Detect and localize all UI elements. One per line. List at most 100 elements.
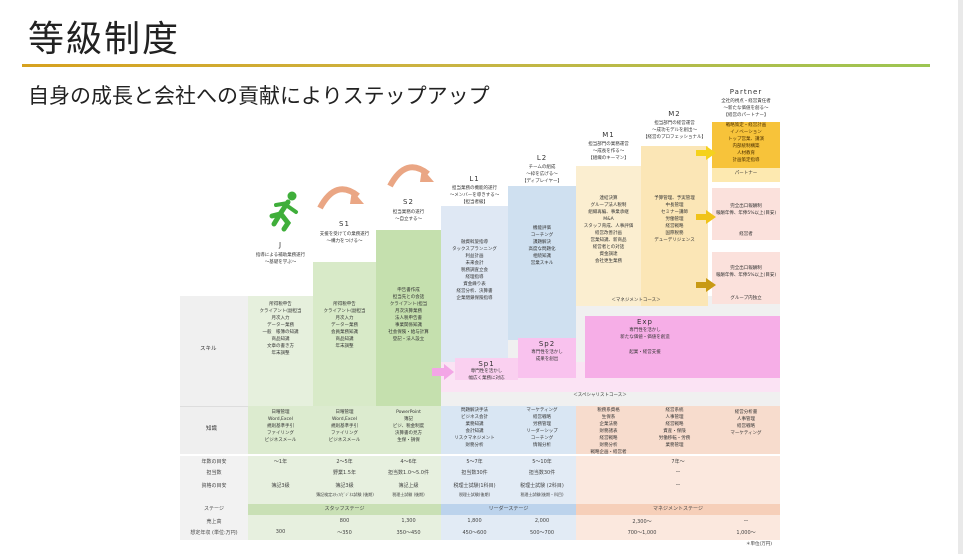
leader-stage-band (441, 504, 576, 515)
skills-l2: 機能評価コーチング課題解決 高度な問題化相続知識営業スキル (528, 226, 556, 266)
knowledge-l1: 問題解決手法ビジネス会計業務知識会計知識リスクマネジメント財務分析 (454, 408, 495, 448)
partner-label: パートナー (734, 171, 758, 176)
table-cell: 簿記3級 (335, 483, 354, 489)
staff-column-bg (248, 456, 441, 540)
arrow-right-icon (696, 146, 716, 160)
table-cell: 税理士試験(後期・科目) (520, 492, 564, 497)
knowledge-m1: 税務系資格生保系企業法務財務諸表経営戦略財務分析戦略企画・経営者 (590, 408, 627, 455)
level-l1-desc: 担当業務の機能的遂行～メンバーを導きする～【担当者級】 (449, 186, 500, 205)
level-s2-desc: 担当業務の遂行～自立する～ (392, 210, 425, 222)
page-subtitle: 自身の成長と会社への貢献によりステップアップ (28, 84, 490, 108)
table-cell: 2,000 (534, 518, 550, 524)
level-j-desc: 指導による補助業務遂行～基礎を学ぶ～ (255, 253, 306, 265)
title-underline (22, 64, 930, 67)
sp1-arrow-icon (432, 364, 454, 380)
table-cell: 2～5年 (336, 459, 353, 465)
row-label: 売上高 (206, 519, 222, 525)
skills-exp: 起業・経営支援 (629, 350, 661, 355)
table-cell: 税理士試験 (2科目) (520, 483, 564, 489)
knowledge-row-label: 知識 (206, 426, 218, 432)
owner-label: 経営者 (739, 232, 753, 237)
level-m2-code: M2 (668, 110, 681, 118)
owner-box (712, 188, 780, 240)
stage-label: マネジメントステージ (653, 506, 703, 512)
level-s2-code: S2 (403, 198, 414, 206)
table-cell: 350～450 (396, 530, 421, 536)
table-cell: ー (675, 470, 681, 476)
level-m1-desc: 担当部門の業務運営～成長を作る～【組織のキーマン】 (588, 142, 629, 161)
table-cell: 5～7年 (466, 459, 483, 465)
table-cell: 1,000～ (736, 530, 756, 536)
table-cell: 7年～ (671, 459, 685, 465)
step-m2 (641, 146, 708, 306)
curved-arrow-icon (387, 164, 434, 188)
management-stage-band (576, 504, 780, 515)
staff-stage-band (248, 504, 441, 515)
level-sp1-code: Sp1 (478, 360, 495, 368)
management-course-label: ＜マネジメントコース＞ (611, 298, 661, 303)
knowledge-cell-bg (441, 406, 576, 454)
row-label-column-bg (180, 456, 248, 540)
step-j (248, 296, 313, 406)
table-cell: 税理士試験(1科目) (453, 483, 496, 489)
step-exp (585, 316, 780, 378)
level-sp1-desc: 専門性を活かし幅広く業務に対応 (468, 369, 505, 381)
row-label: ステージ (204, 506, 224, 512)
table-cell: 税理士試験 (後期) (392, 492, 425, 497)
table-cell: ～350 (337, 530, 352, 536)
level-partner-code: Partner (729, 88, 763, 96)
level-sp2-code: Sp2 (538, 340, 556, 348)
stage-label: リーダーステージ (488, 506, 529, 512)
leader-column-bg (441, 456, 576, 540)
partner-box-text: 戦略策定・経営計画イノベーショントップ営業、講演 内部統制構築人材教育計画策定指… (725, 123, 767, 163)
knowledge-cell-bg (576, 406, 780, 454)
specialist-course-label: ＜スペシャリストコース＞ (573, 393, 627, 398)
level-l2-code: L2 (536, 154, 548, 162)
table-cell: ー (675, 483, 681, 489)
level-s1-desc: 支援を受けての業務遂行～構力をつける～ (319, 232, 370, 244)
table-cell: 1,800 (467, 518, 482, 524)
table-cell: 税理士試験(後期) (458, 492, 491, 497)
stage-label: スタッフステージ (324, 506, 365, 512)
independent-box-text: 完全出口報酬制報酬年俸、年俸5%以上(目安) (715, 266, 777, 278)
arrow-right-icon (696, 278, 716, 292)
footnote: ＊単位(万円) (746, 542, 773, 547)
table-cell: 担当数1.0～5.0件 (388, 470, 429, 476)
skills-s1: 所得税申告クライアント(副担当月次入力データー業務 会員業務知識商品知識年末調整 (323, 302, 366, 349)
table-cell: 簿記検定ｽﾀｯﾌ/ﾋﾞｼﾞﾈｽ試験 (後期) (316, 492, 374, 497)
table-cell: 担当数30件 (461, 470, 488, 476)
step-sp1 (455, 358, 518, 380)
level-exp-desc: 専門性を活かし新たな価値・価値を創造 (620, 328, 670, 340)
partner-box (712, 122, 780, 168)
level-l2-desc: チームの組成～枠を広げる～【ディプレイヤー】 (521, 165, 563, 184)
table-cell: 1,300 (401, 518, 416, 524)
step-s2 (376, 230, 441, 406)
table-cell: ～1年 (273, 459, 288, 465)
runner-icon (269, 191, 298, 232)
skills-j: 所得税申告クライアント(副担当月次入力データー業務 一般 帳簿の知識商品知識文章… (259, 302, 302, 356)
table-cell: 450～600 (462, 530, 487, 536)
row-label: 年数の目安 (201, 459, 227, 465)
table-cell: 700～1,000 (627, 530, 657, 536)
table-cell: 野業1.5年 (333, 470, 356, 476)
partner-label-band (712, 168, 780, 182)
table-cell: 2,300～ (632, 519, 652, 525)
table-cell: 500～700 (529, 530, 555, 536)
table-cell: 簿記上級 (398, 483, 419, 489)
step-sp2 (518, 338, 576, 378)
management-column-bg (576, 456, 780, 540)
level-s1-code: S1 (339, 220, 350, 228)
curved-arrow-icon (317, 186, 364, 210)
skills-m2: 予算管理、予実管理中長管理セミナー講師労働管理 経営戦略国際税務デューデリジェン… (654, 196, 695, 243)
table-cell: 300 (275, 529, 286, 535)
page-title: 等級制度 (28, 19, 181, 60)
knowledge-partner: 経営分析書人事管理経営戦略マーケティング (730, 410, 762, 436)
table-cell: 簿記3級 (271, 483, 290, 489)
independent-label: グループ内独立 (730, 296, 762, 301)
step-l2 (508, 186, 576, 340)
skills-l1: 融資斡旋指導タックスプランニング利益計画未来会計 税務調査立会経理指導資金繰り表… (452, 240, 497, 301)
row-label: 資格の目安 (201, 483, 227, 489)
